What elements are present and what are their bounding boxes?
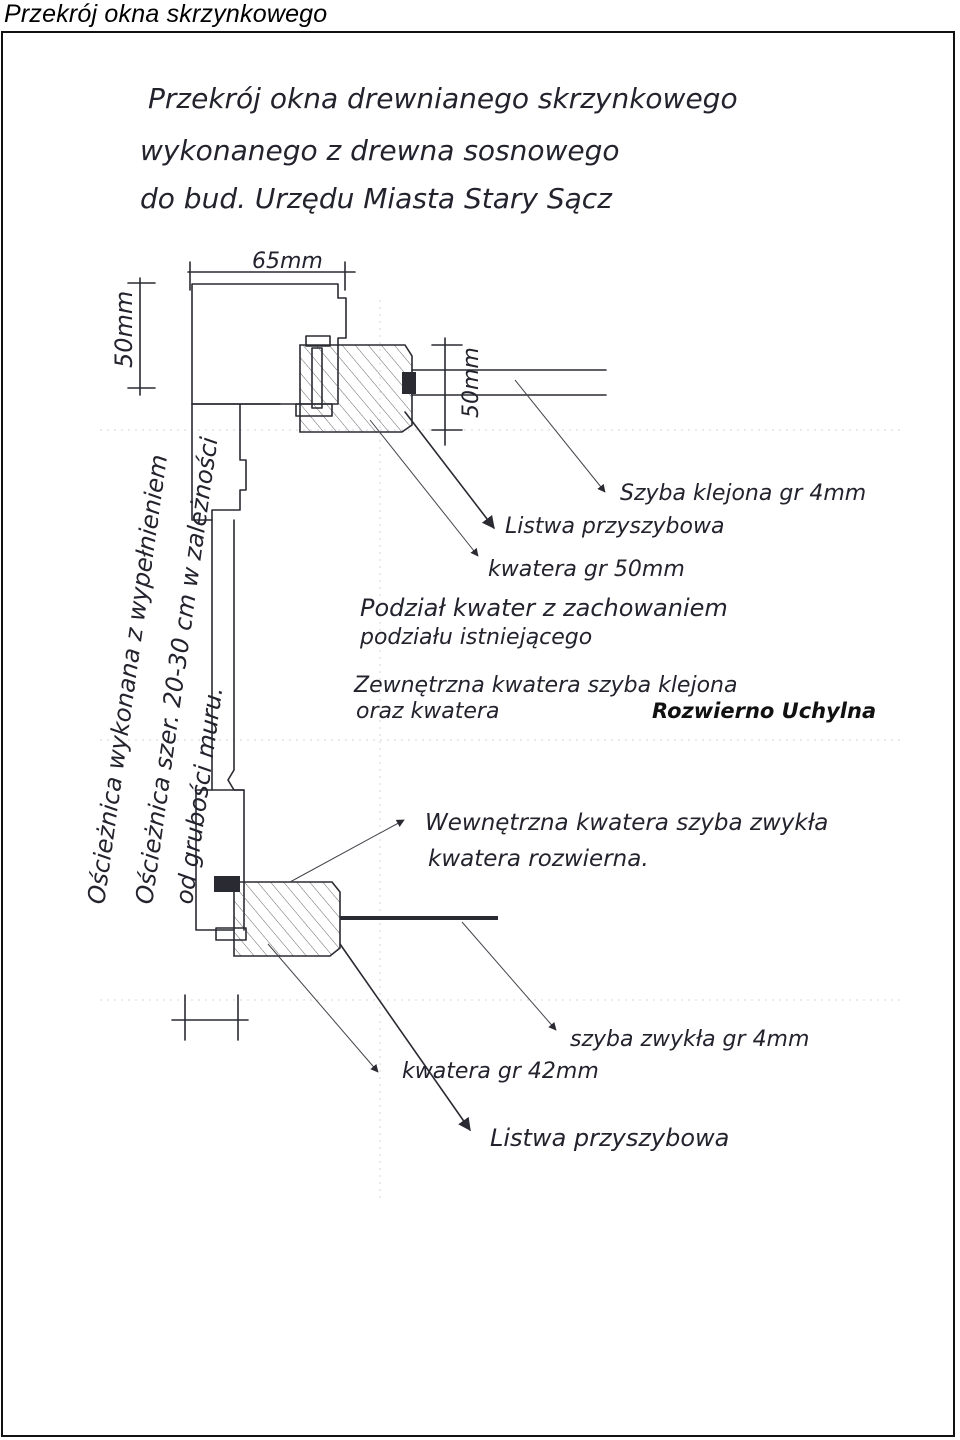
dimension-50mm-right: 50mm <box>459 347 484 418</box>
leader-wewnetrzna <box>289 819 405 883</box>
label-zewnetrzna-1: Zewnętrzna kwatera szyba klejona <box>353 673 737 698</box>
label-wewnetrzna-1: Wewnętrzna kwatera szyba zwykła <box>425 810 828 836</box>
label-kwatera-42: kwatera gr 42mm <box>402 1059 599 1084</box>
label-szyba-zwykla: szyba zwykła gr 4mm <box>570 1027 809 1052</box>
leader-listwa-bottom <box>339 943 471 1132</box>
upper-frame-profile <box>191 283 347 521</box>
middle-frame-profile <box>195 519 245 931</box>
leader-kwatera-42 <box>267 943 379 1073</box>
top-width-dimension: 65mm <box>187 249 356 291</box>
drawing-frame <box>1 31 955 1437</box>
label-rozwierno-uchylna: Rozwierno Uchylna <box>652 699 876 723</box>
document-title: Przekrój okna skrzynkowego <box>4 0 328 28</box>
lower-sash-profile <box>214 876 341 957</box>
label-kwatera-50: kwatera gr 50mm <box>488 557 685 582</box>
label-podzial-2: podziału istniejącego <box>359 625 592 650</box>
leader-szyba-klejona <box>514 379 606 493</box>
left-height-dimension: 50mm <box>110 277 156 396</box>
leader-kwatera-50 <box>369 419 479 557</box>
heading-line-1: Przekrój okna drewnianego skrzynkowego <box>148 82 738 115</box>
dimension-50mm-left: 50mm <box>110 291 138 368</box>
label-szyba-klejona: Szyba klejona gr 4mm <box>620 481 866 506</box>
bottom-dimension <box>171 994 249 1041</box>
leader-listwa-top <box>404 411 495 530</box>
label-listwa-bottom: Listwa przyszybowa <box>490 1124 729 1152</box>
heading-line-2: wykonanego z drewna sosnowego <box>140 134 620 167</box>
label-zewnetrzna-2: oraz kwatera <box>356 699 499 724</box>
upper-sash-profile <box>295 335 416 433</box>
label-podzial-1: Podział kwater z zachowaniem <box>360 594 728 622</box>
label-listwa-top: Listwa przyszybowa <box>505 514 724 539</box>
right-thickness-dimension: 50mm <box>431 337 484 446</box>
heading-line-3: do bud. Urzędu Miasta Stary Sącz <box>140 182 613 215</box>
leader-szyba-zwykla <box>461 921 557 1031</box>
label-wewnetrzna-2: kwatera rozwierna. <box>428 846 649 872</box>
dimension-65mm: 65mm <box>252 249 323 274</box>
